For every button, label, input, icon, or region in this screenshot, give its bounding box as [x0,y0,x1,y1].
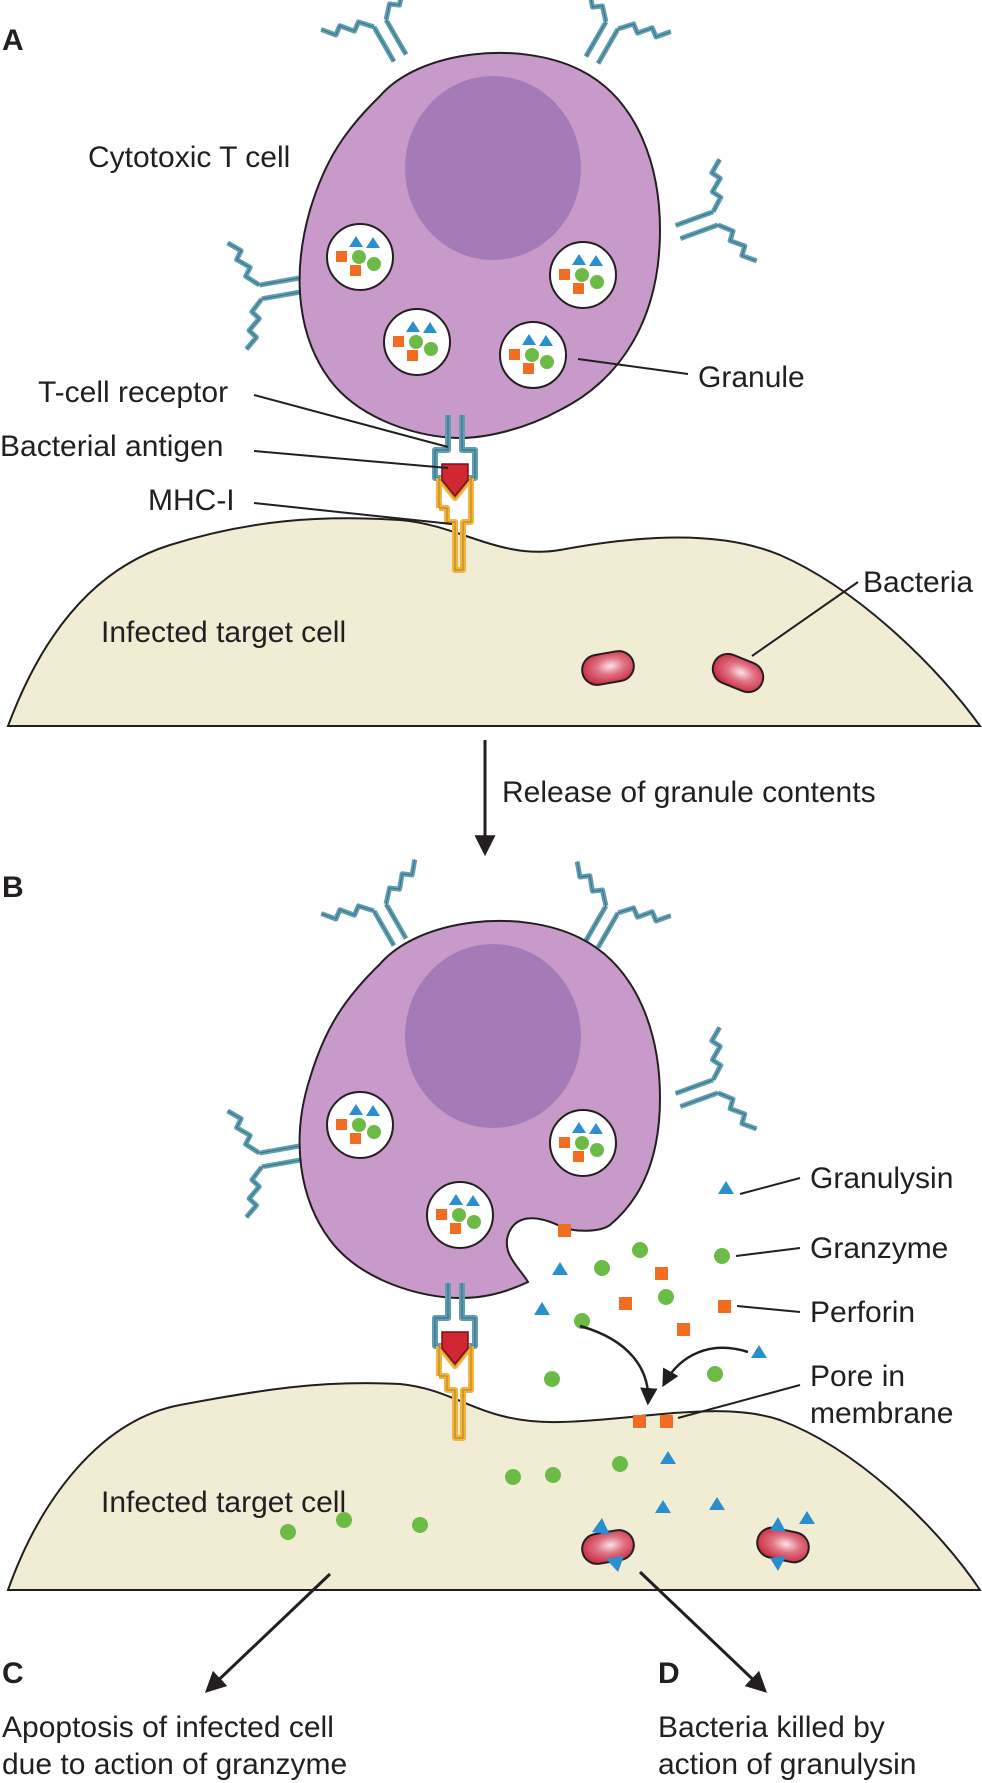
pore-icon [633,1415,646,1428]
leader-line [735,1247,801,1257]
label-bacteria: Bacteria [863,566,973,599]
surface-receptor-icon [660,159,757,282]
granule-icon [499,321,567,389]
panel-a-label: A [2,24,24,57]
label-granzyme: Granzyme [810,1232,948,1265]
flow-arrow [662,1346,749,1388]
nucleus-b [405,944,581,1128]
surface-receptor-icon [228,232,310,349]
granule-icon [383,308,451,376]
surface-receptor-icon [660,1027,757,1150]
leader-line [739,1177,801,1195]
granulysin-triangle-icon [770,1517,786,1532]
leader-line [677,1384,801,1419]
label-mhc-i: MHC-I [148,484,235,517]
pore-icon [660,1415,673,1428]
leader-line [253,450,449,469]
label-granule: Granule [698,361,805,394]
granule-icon [426,1181,494,1249]
label-t-cell-receptor: T-cell receptor [38,376,228,409]
caption-c-line2: due to action of granzyme [2,1748,347,1781]
leader-line [751,581,859,657]
granule-icon [549,241,617,309]
panel-b-label: B [2,871,24,904]
leader-line [253,394,449,448]
flow-arrow [579,1324,658,1406]
panel-c-label: C [2,1657,24,1690]
arrow-to-c [204,1572,332,1693]
label-release: Release of granule contents [502,776,876,809]
caption-c-line1: Apoptosis of infected cell [2,1711,334,1744]
released-granule-contents [534,1181,767,1387]
granule-icon [549,1109,617,1177]
granulysin-triangle-icon [606,1556,624,1572]
caption-d-line2: action of granulysin [658,1748,917,1781]
arrow-to-d [638,1570,768,1693]
panel-d-label: D [658,1657,680,1690]
label-granulysin: Granulysin [810,1162,953,1195]
label-infected-target-cell-b: Infected target cell [101,1486,346,1519]
granule-icon [326,1091,394,1159]
leader-line [577,358,689,375]
label-cytotoxic-t-cell: Cytotoxic T cell [88,141,290,174]
target-cell-contents [280,1451,815,1540]
granulysin-triangle-icon [592,1518,610,1535]
infected-target-cell-b [6,1382,982,1591]
surface-receptor-icon [228,1100,310,1217]
label-pore-line2: membrane [810,1397,953,1430]
granulysin-triangle-icon [770,1556,786,1571]
leader-line [253,502,453,525]
caption-d-line1: Bacteria killed by [658,1711,885,1744]
label-bacterial-antigen: Bacterial antigen [0,430,223,463]
label-infected-target-cell-a: Infected target cell [101,616,346,649]
granule-icon [326,223,394,291]
label-perforin: Perforin [810,1296,915,1329]
nucleus-a [405,76,581,260]
leader-line [736,1305,801,1313]
label-pore-line1: Pore in [810,1360,905,1393]
